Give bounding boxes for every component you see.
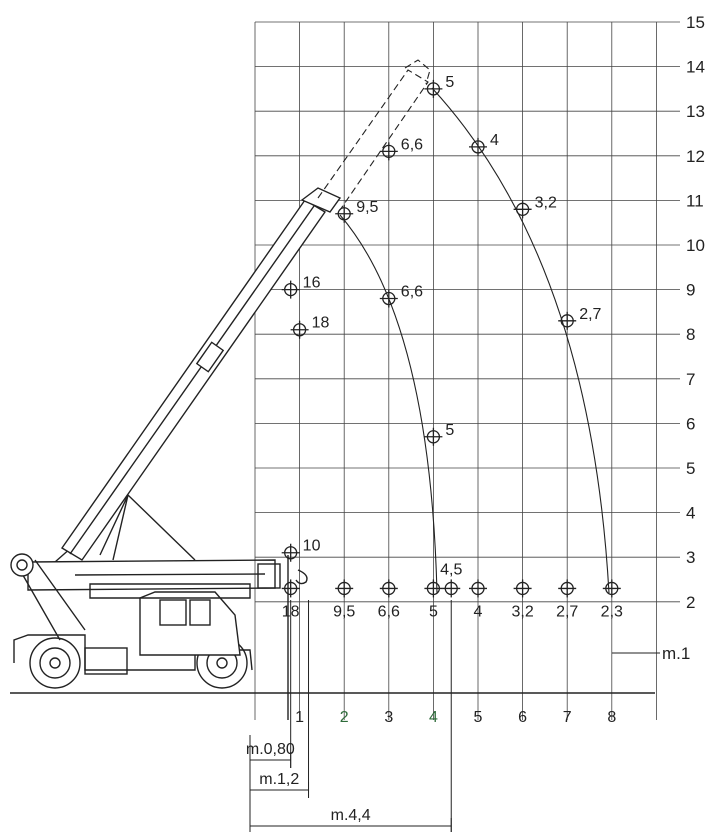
ground-load-marker (442, 579, 461, 598)
load-point-label: 16 (303, 275, 321, 292)
x-tick-label: 8 (607, 709, 616, 726)
load-point-label: 5 (445, 422, 454, 439)
y-tick-label: 9 (686, 281, 695, 300)
y-tick-label: 7 (686, 370, 695, 389)
y-tick-label: 3 (686, 548, 695, 567)
load-point-label: 10 (303, 538, 321, 555)
y-axis-labels: 15 14 13 12 11 10 9 8 7 6 5 4 3 2 (686, 13, 705, 612)
load-point-marker (281, 280, 300, 299)
boom-pivot (10, 553, 34, 577)
x-tick-label: 5 (474, 709, 483, 726)
ground-load-label: 6,6 (378, 603, 400, 620)
load-point-label: 3,2 (535, 194, 557, 211)
x-tick-label: 1 (295, 709, 304, 726)
ground-height-label: m.1 (662, 644, 690, 663)
boom-sleeve (195, 341, 225, 373)
radius-dimensions: m.0,80 m.1,2 m.4,4 (246, 600, 452, 832)
curve-outer (431, 87, 610, 594)
y-tick-label: 8 (686, 325, 695, 344)
ground-load-marker (335, 579, 354, 598)
load-point-label: 18 (312, 315, 330, 332)
ground-load-label: 3,2 (511, 603, 533, 620)
ground-load-label: 4 (474, 603, 483, 620)
rear-wheel (29, 637, 81, 689)
load-points: 5 6,6 4 9,5 3,2 16 6,6 18 2,7 5 10 (281, 74, 602, 562)
y-tick-label: 5 (686, 459, 695, 478)
load-point-label: 4 (490, 132, 499, 149)
ground-load-label: 9,5 (333, 603, 355, 620)
ground-load-marker (602, 579, 621, 598)
load-point-marker (281, 543, 300, 562)
y-tick-label: 15 (686, 13, 705, 32)
load-point-marker (424, 79, 443, 98)
x-axis-labels: 1 2 3 4 5 6 7 8 (295, 709, 616, 726)
x-tick-label: 2 (340, 709, 349, 726)
dimension-label: m.1,2 (259, 771, 299, 788)
hook (295, 569, 308, 585)
load-point-label: 2,7 (579, 306, 601, 323)
ground-height-marker: m.1 (612, 644, 690, 663)
y-tick-label: 6 (686, 414, 695, 433)
y-tick-label: 13 (686, 102, 705, 121)
load-point-marker (469, 137, 487, 156)
y-tick-label: 14 (686, 58, 705, 77)
load-point-marker (379, 142, 398, 161)
crane-drawing (10, 59, 655, 720)
boom-head (300, 187, 342, 213)
ground-load-marker (379, 579, 398, 598)
x-tick-label: 6 (518, 709, 527, 726)
load-curves (339, 87, 610, 594)
y-tick-label: 10 (686, 236, 705, 255)
load-point-marker (335, 204, 354, 223)
jib-extension (317, 69, 429, 211)
x-tick-label: 4 (429, 709, 438, 726)
y-tick-label: 11 (686, 191, 704, 210)
load-point-marker (424, 427, 443, 446)
load-point-marker (290, 320, 309, 339)
jib-head (404, 59, 431, 85)
boom-pivot-inner (16, 559, 28, 571)
beam-rail (74, 573, 266, 576)
ground-load-label: 5 (429, 603, 438, 620)
load-point-marker (513, 200, 532, 219)
load-point-label: 9,5 (356, 199, 378, 216)
ground-load-label: 4,5 (440, 561, 462, 578)
boom-cylinder (99, 493, 196, 561)
x-tick-label: 3 (384, 709, 393, 726)
ground-load-marker (281, 579, 300, 598)
curve-inner (339, 214, 438, 594)
ground-load-label: 2,3 (601, 603, 623, 620)
y-tick-label: 12 (686, 147, 705, 166)
load-point-marker (379, 289, 398, 308)
x-tick-label: 7 (563, 709, 572, 726)
ground-load-label: 2,7 (556, 603, 578, 620)
ground-load-marker (513, 579, 532, 598)
boom-centerline (69, 205, 315, 555)
load-point-label: 6,6 (401, 136, 423, 153)
outrigger-beam (89, 583, 251, 599)
load-point-label: 5 (445, 74, 454, 91)
load-point-label: 6,6 (401, 284, 423, 301)
ground-load-marker (424, 579, 443, 598)
y-tick-label: 4 (686, 504, 695, 523)
y-tick-label: 2 (686, 593, 695, 612)
cab-window-left (159, 599, 187, 626)
cab-window-right (189, 599, 211, 626)
boom (60, 199, 327, 561)
boom-head-rest (257, 563, 281, 589)
ground-load-marker (469, 579, 487, 598)
engine-box (84, 647, 128, 675)
dimension-label: m.0,80 (246, 741, 295, 758)
load-point-marker (558, 311, 577, 330)
ground-load-marker (558, 579, 577, 598)
dimension-label: m.4,4 (331, 807, 371, 824)
